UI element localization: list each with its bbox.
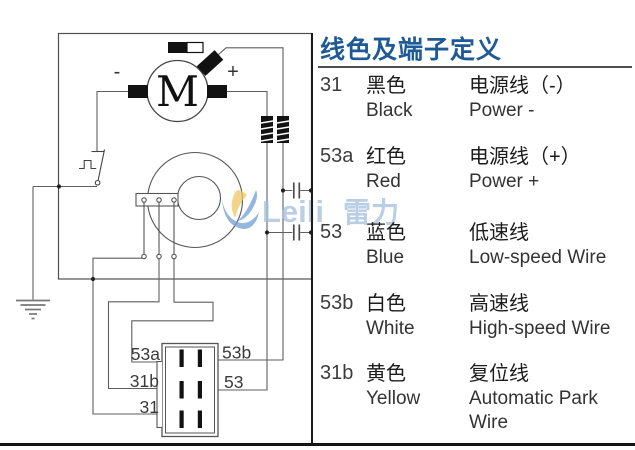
brush-third-icon bbox=[196, 50, 224, 76]
divider-bottom bbox=[0, 443, 635, 446]
connector-key-notch bbox=[156, 360, 162, 429]
divider-vertical bbox=[311, 33, 313, 444]
terminal-label: 53 bbox=[320, 221, 343, 243]
terminal-label: 53b bbox=[320, 292, 354, 314]
ground-icon bbox=[16, 299, 50, 320]
pin-label-53: 53 bbox=[224, 372, 243, 392]
pulse-symbol-icon bbox=[79, 159, 97, 170]
wire-color-cn: 黄色 bbox=[366, 363, 406, 385]
park-switch bbox=[79, 149, 106, 186]
wire-function-en: Low-speed Wire bbox=[469, 247, 607, 268]
wire-color-cn: 蓝色 bbox=[366, 222, 406, 244]
wire-function-cn: 复位线 bbox=[469, 363, 529, 385]
coil-symbols bbox=[260, 116, 290, 143]
watermark-cn: 雷力 bbox=[343, 197, 399, 228]
wire-function-cn: 电源线（+） bbox=[469, 146, 581, 168]
wire-function-en: Automatic Park Wire bbox=[469, 388, 598, 433]
pin-label-31b: 31b bbox=[130, 371, 159, 391]
cam-plate bbox=[135, 151, 244, 260]
connector-6pin: 53a 53b 31b 53 31 bbox=[130, 343, 251, 438]
terminal-label: 31b bbox=[320, 362, 354, 384]
wire-function-en: Power - bbox=[469, 100, 535, 121]
watermark-latin: Leili bbox=[262, 194, 324, 229]
terminal-label: 53a bbox=[320, 145, 354, 167]
wire-color-en: Red bbox=[366, 171, 401, 192]
wire-color-en: White bbox=[366, 318, 415, 339]
wire-color-en: Yellow bbox=[366, 388, 421, 409]
wire-color-cn: 黑色 bbox=[366, 75, 406, 97]
capacitor-2-icon bbox=[292, 224, 301, 241]
wire-function-cn: 高速线 bbox=[469, 293, 529, 315]
brush-left-icon bbox=[128, 85, 148, 98]
plus-label: + bbox=[227, 61, 239, 83]
motor-label: M bbox=[156, 67, 199, 116]
motor-symbol: M - + bbox=[114, 50, 239, 123]
legend-title: 线色及端子定义 bbox=[320, 36, 503, 64]
terminal-label: 31 bbox=[320, 74, 343, 96]
wire-color-cn: 白色 bbox=[366, 293, 406, 315]
switch-arm-icon bbox=[97, 149, 106, 181]
brush-right-icon bbox=[207, 85, 227, 98]
fuse-symbol bbox=[168, 41, 204, 54]
wire-color-en: Blue bbox=[366, 247, 405, 268]
wire-function-cn: 电源线（-） bbox=[469, 75, 576, 97]
minus-label: - bbox=[114, 61, 121, 83]
pin-label-53b: 53b bbox=[222, 343, 251, 363]
pin-label-53a: 53a bbox=[131, 344, 160, 364]
capacitor-symbols bbox=[292, 182, 301, 241]
wire-function-cn: 低速线 bbox=[469, 222, 529, 244]
switch-contact-icon bbox=[94, 179, 101, 186]
wire-function-en: High-speed Wire bbox=[469, 318, 611, 339]
capacitor-1-icon bbox=[292, 182, 301, 199]
connector-pins bbox=[179, 349, 202, 428]
wire-color-cn: 红色 bbox=[366, 146, 406, 168]
leili-logo-icon bbox=[222, 190, 259, 229]
legend-title-rule bbox=[318, 66, 632, 68]
watermark: Leili 雷力 bbox=[222, 190, 399, 229]
wire-color-en: Black bbox=[366, 100, 413, 121]
pin-label-31: 31 bbox=[140, 397, 159, 417]
wire-function-en: Power + bbox=[469, 171, 540, 192]
